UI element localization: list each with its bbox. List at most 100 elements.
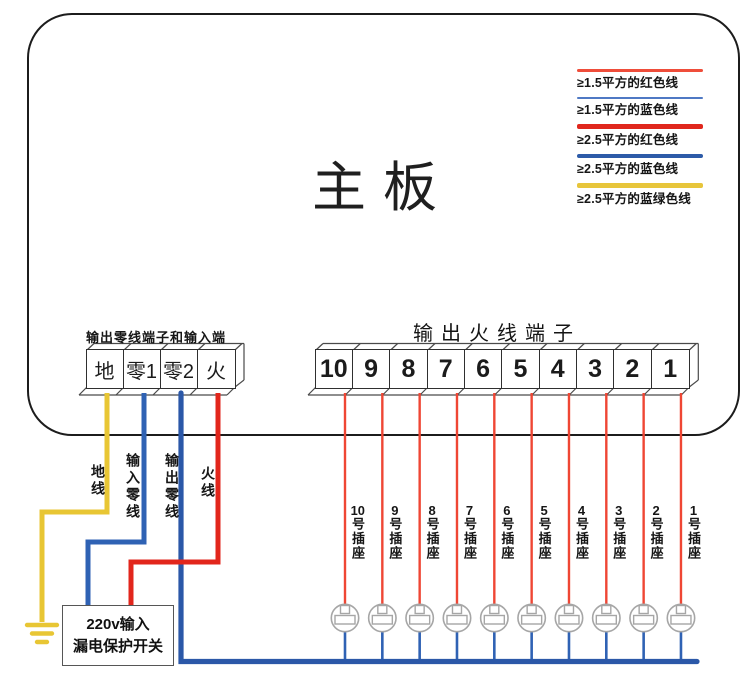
socket-icon-3	[595, 614, 618, 625]
socket-label-number: 5	[540, 504, 548, 517]
terminal-cell-地: 地	[86, 350, 124, 388]
terminal-strut	[576, 343, 585, 351]
socket-label-10: 10号插座	[350, 504, 365, 561]
legend-line-swatch	[577, 69, 703, 72]
terminal-cell-5: 5	[502, 350, 540, 388]
legend-line-swatch	[577, 153, 703, 159]
board-title: 主板	[312, 158, 454, 218]
legend-item-label: ≥1.5平方的红色线	[577, 75, 679, 90]
terminal-strut	[123, 343, 132, 351]
socket-icon-5	[520, 614, 543, 625]
socket-label-number: 10	[350, 504, 365, 517]
terminal-strut	[688, 379, 699, 388]
socket-icon-10	[334, 614, 356, 625]
terminal-cell-火: 火	[197, 350, 235, 388]
socket-icon-4	[558, 614, 580, 625]
legend-item-label: ≥1.5平方的蓝色线	[577, 103, 679, 118]
socket-label-1: 1号插座	[685, 504, 701, 561]
terminal-cell-1: 1	[651, 350, 689, 388]
terminal-strut	[502, 343, 511, 351]
socket-label-number: 3	[615, 504, 623, 517]
socket-label-3: 3号插座	[611, 504, 627, 561]
terminal-strut	[614, 343, 623, 351]
wire-label-输入零线: 输入零线	[125, 453, 141, 521]
socket-label-6: 6号插座	[499, 504, 515, 561]
socket-label-number: 1	[689, 504, 698, 517]
socket-icon-6	[483, 614, 506, 625]
terminal-strut	[688, 343, 697, 351]
terminal-cell-9: 9	[352, 350, 391, 388]
socket-label-7: 7号插座	[461, 504, 477, 561]
wire-label-输出零线: 输出零线	[164, 453, 180, 521]
terminal-strut	[86, 343, 95, 351]
terminal-cell-零2: 零2	[160, 350, 198, 388]
socket-icon-3	[601, 604, 612, 615]
legend-item: ≥2.5平方的蓝绿色线	[577, 183, 709, 207]
socket-label-number: 2	[652, 504, 660, 517]
socket-label-number: 7	[465, 504, 474, 517]
breaker-box: 220v输入 漏电保护开关	[62, 605, 174, 666]
socket-icon-8	[414, 604, 425, 615]
socket-icon-2	[632, 614, 655, 625]
terminal-strut	[234, 343, 243, 351]
socket-icon-6	[489, 604, 500, 615]
terminal-strut	[427, 343, 436, 351]
legend-line-swatch	[577, 96, 703, 100]
terminal-strut	[315, 343, 324, 351]
breaker-line2: 漏电保护开关	[72, 637, 163, 655]
socket-icon-7	[451, 604, 463, 615]
live-terminal-caption: 输出火线端子	[413, 323, 581, 345]
terminal-strut	[651, 343, 660, 351]
socket-label-number: 8	[428, 504, 436, 517]
legend-item: ≥2.5平方的蓝色线	[577, 153, 709, 178]
legend-item: ≥1.5平方的蓝色线	[577, 96, 709, 119]
ground-wire	[39, 393, 110, 622]
socket-icon-1	[670, 614, 692, 625]
legend-item-label: ≥2.5平方的红色线	[577, 132, 679, 147]
wire-label-火线: 火线	[200, 466, 216, 500]
live-input-wire	[128, 393, 221, 607]
input-neutral-wire	[85, 393, 147, 607]
socket-label-number: 9	[391, 504, 399, 517]
terminal-cell-10: 10	[315, 350, 353, 388]
neutral-terminal-caption: 输出零线端子和输入端	[86, 330, 227, 345]
socket-icon-2	[638, 604, 649, 615]
socket-icon-7	[446, 614, 468, 625]
legend-line-swatch	[577, 124, 703, 129]
terminal-cell-3: 3	[576, 350, 615, 388]
terminal-cell-8: 8	[390, 350, 428, 388]
socket-label-number: 6	[503, 504, 511, 517]
terminal-strut	[464, 343, 473, 351]
legend-item: ≥1.5平方的红色线	[577, 69, 709, 91]
terminal-cell-4: 4	[539, 350, 577, 388]
socket-icon-9	[371, 614, 394, 625]
terminal-strut	[160, 343, 169, 351]
terminal-cell-6: 6	[464, 350, 503, 388]
socket-icon-4	[563, 604, 575, 615]
legend-line-swatch	[577, 183, 703, 188]
socket-icon-8	[408, 614, 431, 625]
terminal-strut	[234, 379, 245, 388]
socket-label-9: 9号插座	[387, 504, 403, 561]
breaker-line1: 220v输入	[86, 615, 150, 633]
terminal-strut	[197, 343, 206, 351]
terminal-strut	[390, 343, 399, 351]
terminal-strut	[352, 343, 361, 351]
terminal-strut	[539, 343, 548, 351]
wire-legend: ≥1.5平方的红色线 ≥1.5平方的蓝色线 ≥2.5平方的红色线 ≥2.5平方的蓝色线…	[577, 69, 709, 213]
socket-icon-1	[675, 604, 687, 615]
socket-icon-10	[339, 604, 351, 615]
socket-icon-5	[526, 604, 537, 615]
terminal-cell-7: 7	[427, 350, 465, 388]
legend-item-label: ≥2.5平方的蓝色线	[577, 162, 679, 177]
terminal-cell-2: 2	[614, 350, 652, 388]
socket-icon-9	[377, 604, 388, 615]
terminal-cell-零1: 零1	[123, 350, 161, 388]
legend-item: ≥2.5平方的红色线	[577, 124, 709, 148]
socket-label-number: 4	[577, 504, 586, 517]
socket-label-4: 4号插座	[573, 504, 589, 561]
